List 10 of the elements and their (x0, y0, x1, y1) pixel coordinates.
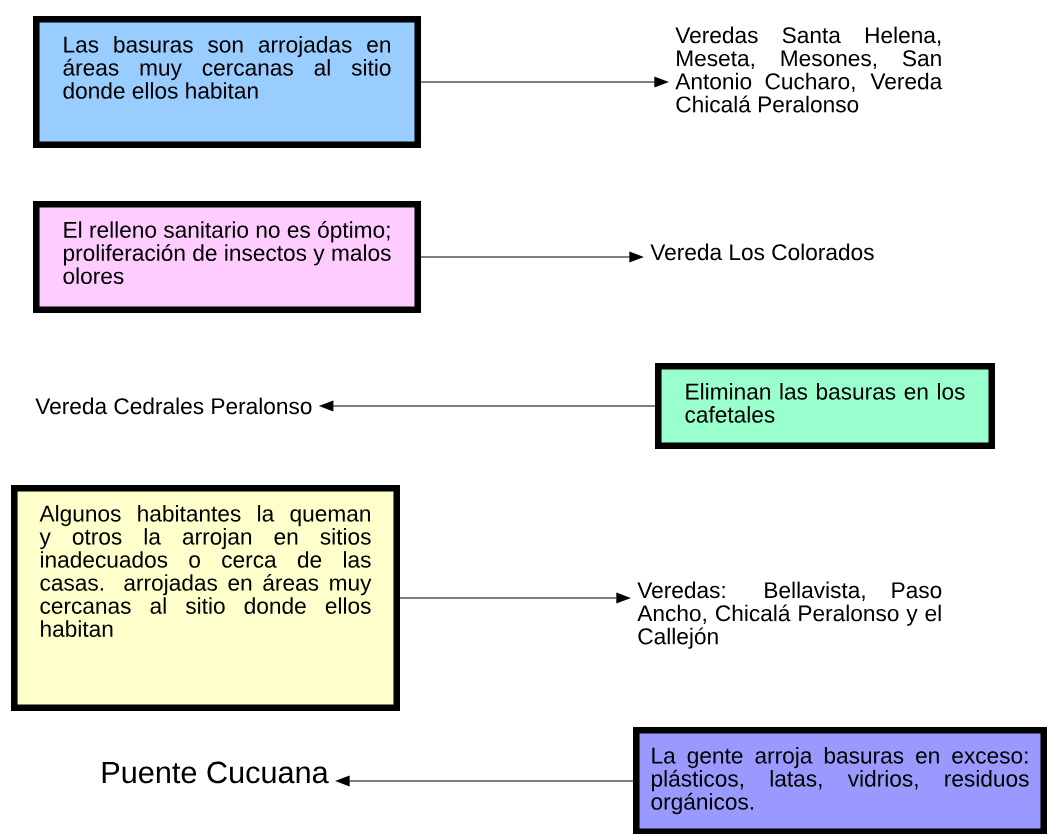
text-box: La gente arroja basuras en exceso: plásticos, latas, vidrios, residuos orgánicos. (633, 727, 1047, 834)
location-text: Vereda Cedrales Peralonso (35, 397, 312, 415)
text-box: Algunos habitantes la queman y otros la arrojan en sitios inadecuados o cerca de las casas. arrojadas en áreas muy cercanas al sitio donde ellos habitan (11, 485, 400, 711)
location-text: Veredas Santa Helena, Meseta, Mesones, San Antonio Cucharo, Vereda Chicalá Peralonso (675, 26, 943, 113)
location-text: Puente Cucuana (102, 761, 329, 784)
text-box: Las basuras son arrojadas en áreas muy cercanas al sitio donde ellos habitan (33, 16, 421, 148)
text-box: Eliminan las basuras en los cafetales (655, 363, 995, 449)
location-text: Veredas: Bellavista, Paso Ancho, Chicalá Peralonso y el Callejón (637, 581, 942, 649)
location-text: Vereda Los Colorados (650, 243, 874, 261)
text-box: El relleno sanitario no es óptimo; proliferación de insectos y malos olores (33, 201, 421, 313)
